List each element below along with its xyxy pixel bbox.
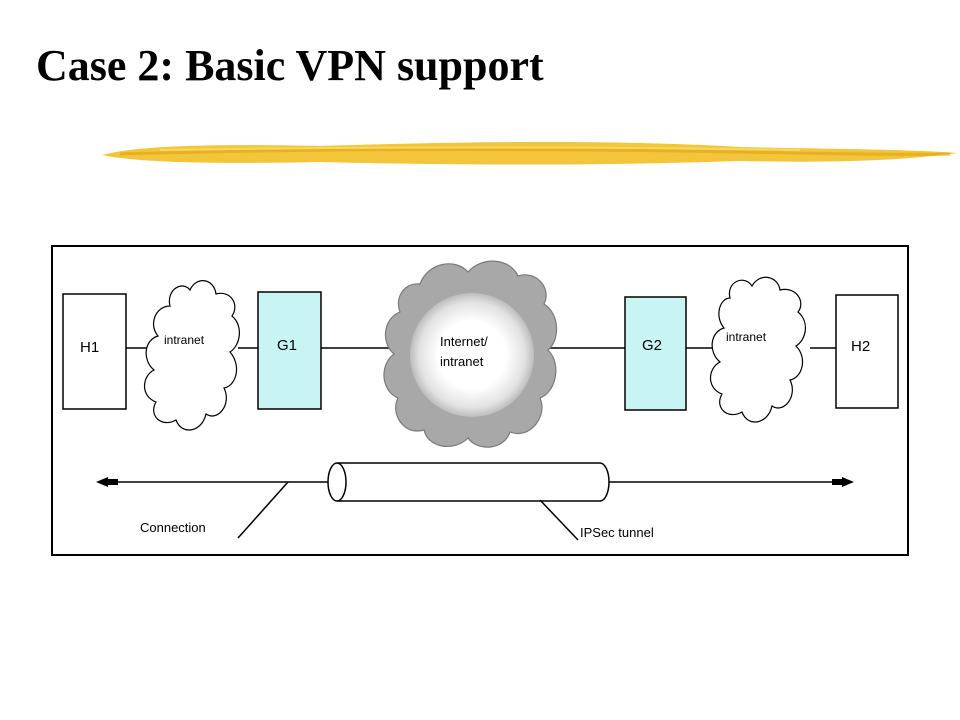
brushstroke-highlight (159, 146, 801, 151)
cylinder-tunnel-icon (327, 462, 610, 502)
gateway-g1-label: G1 (277, 337, 297, 354)
connection-end-right (832, 479, 842, 485)
arrow-icon (96, 477, 108, 487)
host-h2-label: H2 (851, 338, 870, 355)
intranet-right-label: intranet (726, 330, 767, 344)
internet-label-line2: intranet (440, 354, 484, 369)
cloud-icon (709, 276, 806, 423)
tunnel-label: IPSec tunnel (580, 525, 654, 540)
title-underline-brushstroke (102, 142, 958, 165)
arrow-icon (842, 477, 854, 487)
slide-title: Case 2: Basic VPN support (36, 41, 544, 90)
brushstroke-streak (119, 148, 951, 156)
connection-end-left (108, 479, 118, 485)
host-h2-box (835, 294, 899, 409)
cloud-icon (143, 280, 240, 431)
internet-cloud-core (410, 293, 534, 417)
host-h1-label: H1 (80, 339, 99, 356)
gateway-g2-box (624, 296, 687, 411)
tunnel-leader (539, 499, 579, 541)
tunnel-left-end (327, 462, 347, 502)
connection-leader (237, 481, 289, 539)
gateway-g1-box (257, 291, 322, 410)
diagram-frame (51, 245, 909, 556)
gateway-g2-label: G2 (642, 337, 662, 354)
tunnel-body (337, 462, 610, 502)
connection-label: Connection (140, 520, 206, 535)
host-h1-box (62, 293, 127, 410)
internet-label-line1: Internet/ (440, 334, 488, 349)
intranet-left-label: intranet (164, 333, 205, 347)
